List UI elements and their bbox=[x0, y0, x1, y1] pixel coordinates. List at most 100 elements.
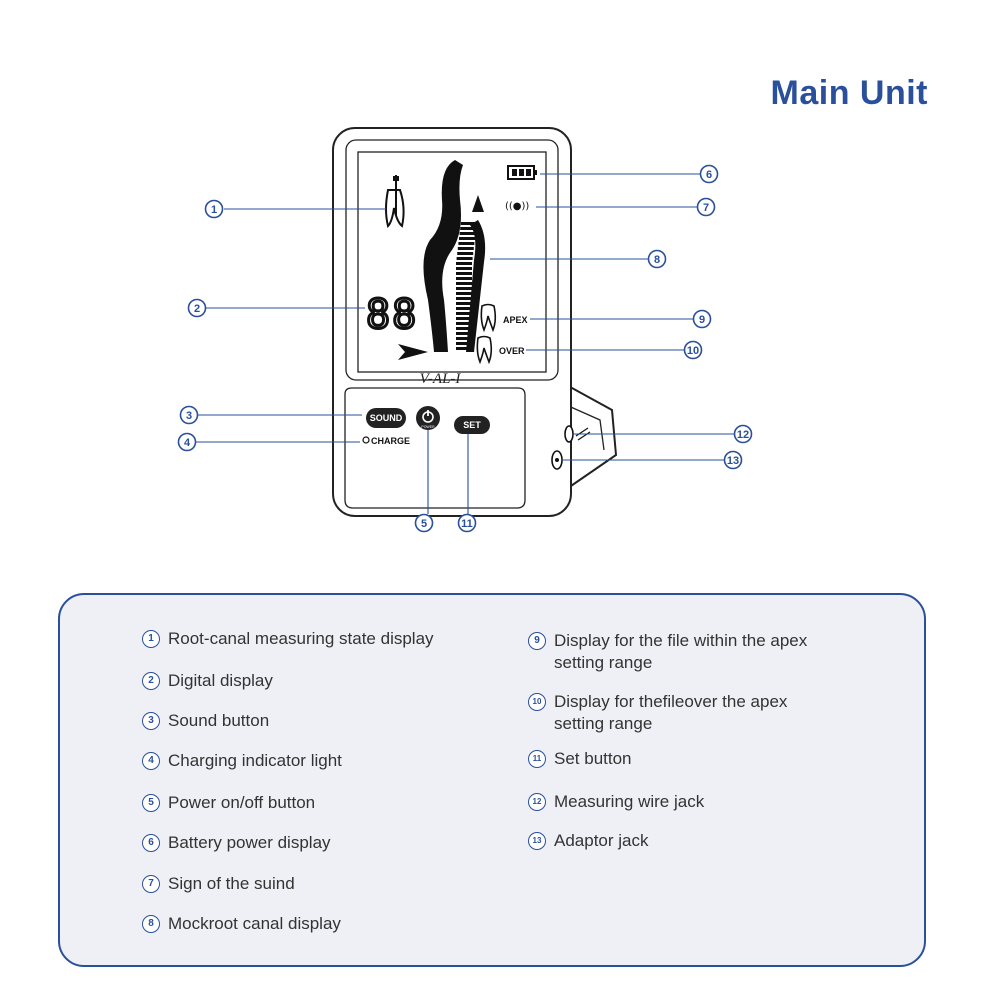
legend-number: 3 bbox=[142, 712, 160, 730]
set-button[interactable]: SET bbox=[454, 416, 490, 434]
legend-item-9: 9 Display for the file within the apex se… bbox=[528, 630, 839, 674]
legend-item-12: 12 Measuring wire jack bbox=[528, 791, 839, 813]
legend-number: 13 bbox=[528, 832, 546, 850]
canal-scale-bar bbox=[457, 247, 474, 250]
adaptor-jack[interactable] bbox=[551, 450, 563, 470]
callout-12: 12 bbox=[733, 424, 753, 444]
canal-scale-bar bbox=[456, 282, 472, 285]
svg-text:10: 10 bbox=[687, 345, 699, 357]
svg-text:6: 6 bbox=[706, 169, 712, 181]
canal-scale-bar bbox=[456, 312, 472, 315]
legend-text: Battery power display bbox=[168, 833, 331, 852]
legend-text: Sound button bbox=[168, 711, 270, 730]
over-label: OVER bbox=[499, 346, 525, 356]
set-button-label: SET bbox=[463, 420, 481, 430]
apex-tooth-icon bbox=[480, 303, 497, 333]
svg-text:7: 7 bbox=[703, 202, 709, 214]
legend-item-13: 13 Adaptor jack bbox=[528, 830, 839, 852]
legend-item-1: 1 Root-canal measuring state display bbox=[142, 628, 453, 650]
callout-11: 11 bbox=[457, 513, 477, 533]
canal-scale-bar bbox=[456, 272, 472, 275]
callout-5: 5 bbox=[414, 513, 434, 533]
legend-item-3: 3 Sound button bbox=[142, 710, 453, 732]
callout-13: 13 bbox=[723, 450, 743, 470]
canal-scale-bar bbox=[456, 332, 472, 335]
callout-9: 9 bbox=[692, 309, 712, 329]
canal-scale-bar bbox=[456, 327, 472, 330]
button-panel bbox=[344, 387, 526, 509]
callout-7: 7 bbox=[696, 197, 716, 217]
callout-6: 6 bbox=[699, 164, 719, 184]
power-button[interactable]: POWER bbox=[416, 406, 440, 430]
svg-text:1: 1 bbox=[211, 204, 217, 216]
lcd-screen bbox=[357, 151, 547, 373]
canal-scale-bar bbox=[460, 222, 477, 225]
callout-10: 10 bbox=[683, 340, 703, 360]
mock-root-canal-display bbox=[423, 160, 486, 352]
svg-text:9: 9 bbox=[699, 314, 705, 326]
sound-button-label: SOUND bbox=[370, 413, 403, 423]
canal-scale-bar bbox=[456, 267, 472, 270]
measuring-wire-jack[interactable] bbox=[564, 425, 591, 443]
canal-scale-bar bbox=[456, 307, 472, 310]
legend-text: Adaptor jack bbox=[554, 831, 649, 850]
canal-scale-bar bbox=[456, 342, 472, 345]
canal-scale-bar bbox=[459, 237, 475, 240]
canal-scale-bar bbox=[460, 227, 477, 230]
digital-display: 88 bbox=[366, 292, 418, 338]
legend-item-7: 7 Sign of the suind bbox=[142, 873, 453, 895]
svg-text:12: 12 bbox=[737, 429, 749, 441]
legend-text: Root-canal measuring state display bbox=[168, 629, 434, 648]
sound-button[interactable]: SOUND bbox=[366, 408, 406, 428]
legend-text: Display for the file within the apex set… bbox=[554, 631, 808, 672]
sound-indicator-icon: ((●)) bbox=[505, 201, 529, 212]
brand-label: V-AL-I bbox=[420, 371, 462, 387]
root-canal-state-icon bbox=[385, 175, 405, 228]
canal-scale-bar bbox=[456, 322, 472, 325]
legend-number: 1 bbox=[142, 630, 160, 648]
legend-text: Display for thefileover the apex setting… bbox=[554, 692, 788, 733]
legend-number: 11 bbox=[528, 750, 546, 768]
canal-scale-bar bbox=[456, 297, 472, 300]
svg-text:5: 5 bbox=[421, 518, 427, 530]
legend-item-4: 4 Charging indicator light bbox=[142, 750, 453, 772]
canal-scale-bar bbox=[456, 262, 472, 265]
legend-number: 6 bbox=[142, 834, 160, 852]
legend-number: 4 bbox=[142, 752, 160, 770]
legend-number: 9 bbox=[528, 632, 546, 650]
legend-item-6: 6 Battery power display bbox=[142, 832, 453, 854]
canal-scale-bar bbox=[458, 242, 475, 245]
legend-number: 7 bbox=[142, 875, 160, 893]
device-diagram: V-AL-I 88 ((●)) APEX OVER SOUND bbox=[177, 127, 753, 533]
canal-scale-bar bbox=[456, 302, 472, 305]
apex-label: APEX bbox=[503, 315, 528, 325]
legend-text: Sign of the suind bbox=[168, 874, 295, 893]
battery-icon bbox=[507, 165, 537, 180]
canal-scale-bar bbox=[456, 292, 472, 295]
charge-indicator: CHARGE bbox=[362, 436, 410, 446]
svg-text:13: 13 bbox=[727, 455, 739, 467]
legend-text: Measuring wire jack bbox=[554, 792, 705, 811]
main-unit-title: Main Unit bbox=[770, 74, 928, 112]
canal-scale-bars bbox=[456, 222, 477, 350]
canal-scale-bar bbox=[456, 287, 472, 290]
canal-scale-bar bbox=[456, 317, 472, 320]
legend-text: Power on/off button bbox=[168, 793, 316, 812]
legend-number: 5 bbox=[142, 794, 160, 812]
callout-8: 8 bbox=[647, 249, 667, 269]
callout-3: 3 bbox=[179, 405, 199, 425]
canal-scale-bar bbox=[456, 347, 472, 350]
legend-item-5: 5 Power on/off button bbox=[142, 792, 453, 814]
callout-4: 4 bbox=[177, 432, 197, 452]
over-tooth-icon bbox=[476, 335, 493, 365]
legend-text: Charging indicator light bbox=[168, 751, 342, 770]
svg-text:4: 4 bbox=[184, 437, 191, 449]
power-button-label: POWER bbox=[421, 425, 435, 429]
legend-number: 12 bbox=[528, 793, 546, 811]
svg-text:8: 8 bbox=[654, 254, 660, 266]
